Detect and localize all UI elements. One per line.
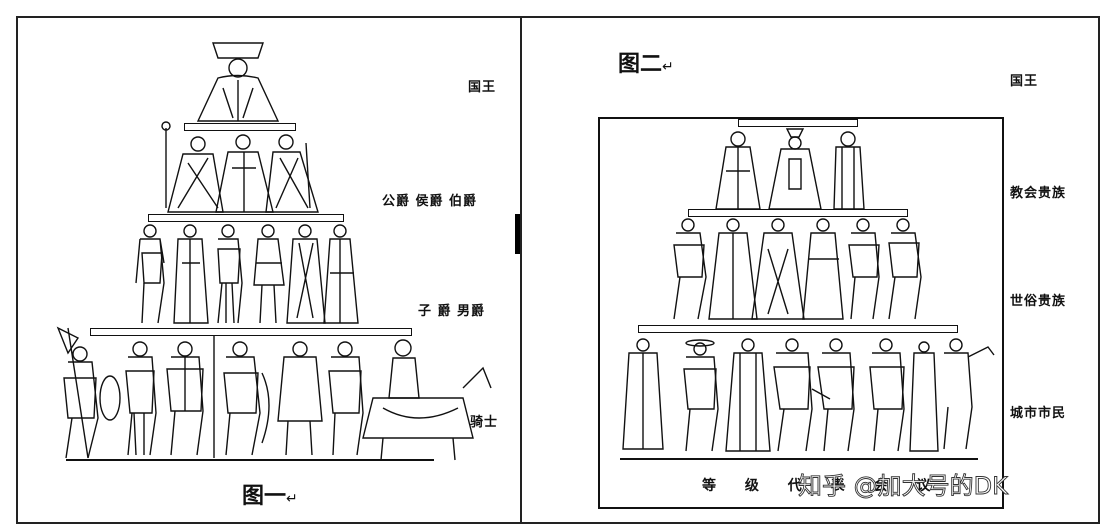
caption-figure-1: 图一↵ xyxy=(242,478,298,510)
label-king-right: 国王 xyxy=(1010,70,1038,89)
pyramid-figures-illustration xyxy=(18,18,523,526)
label-secular: 世俗贵族 xyxy=(1010,290,1066,309)
label-knights: 骑士 xyxy=(470,411,498,430)
secular-noble-figures xyxy=(674,219,921,319)
viscount-figures xyxy=(136,225,358,323)
caption-figure-1-text: 图一 xyxy=(242,484,286,509)
watermark: 知乎 @加大号的DK xyxy=(798,466,1008,501)
label-viscounts: 子 爵 男爵 xyxy=(418,300,485,319)
citizen-figures xyxy=(623,339,994,451)
estates-general-box: 等 级 代 表 会 议 xyxy=(598,117,1004,509)
knight-figures xyxy=(58,328,491,460)
clergy-figures xyxy=(716,129,864,209)
left-panel: 国王 公爵 侯爵 伯爵 子 爵 男爵 骑士 图一↵ xyxy=(16,16,521,524)
label-citizens: 城市市民 xyxy=(1010,402,1066,421)
king-figure xyxy=(198,43,278,121)
return-mark-icon: ↵ xyxy=(286,491,298,507)
caption-figure-2-text: 图二 xyxy=(618,52,662,77)
label-clergy: 教会贵族 xyxy=(1010,182,1066,201)
right-panel: 图二↵ xyxy=(520,16,1100,524)
label-king: 国王 xyxy=(468,76,496,95)
return-mark-icon: ↵ xyxy=(662,59,674,75)
estates-figures-illustration xyxy=(600,119,1006,511)
duke-figures xyxy=(162,122,318,212)
label-dukes: 公爵 侯爵 伯爵 xyxy=(382,190,477,209)
caption-figure-2: 图二↵ xyxy=(618,46,674,78)
